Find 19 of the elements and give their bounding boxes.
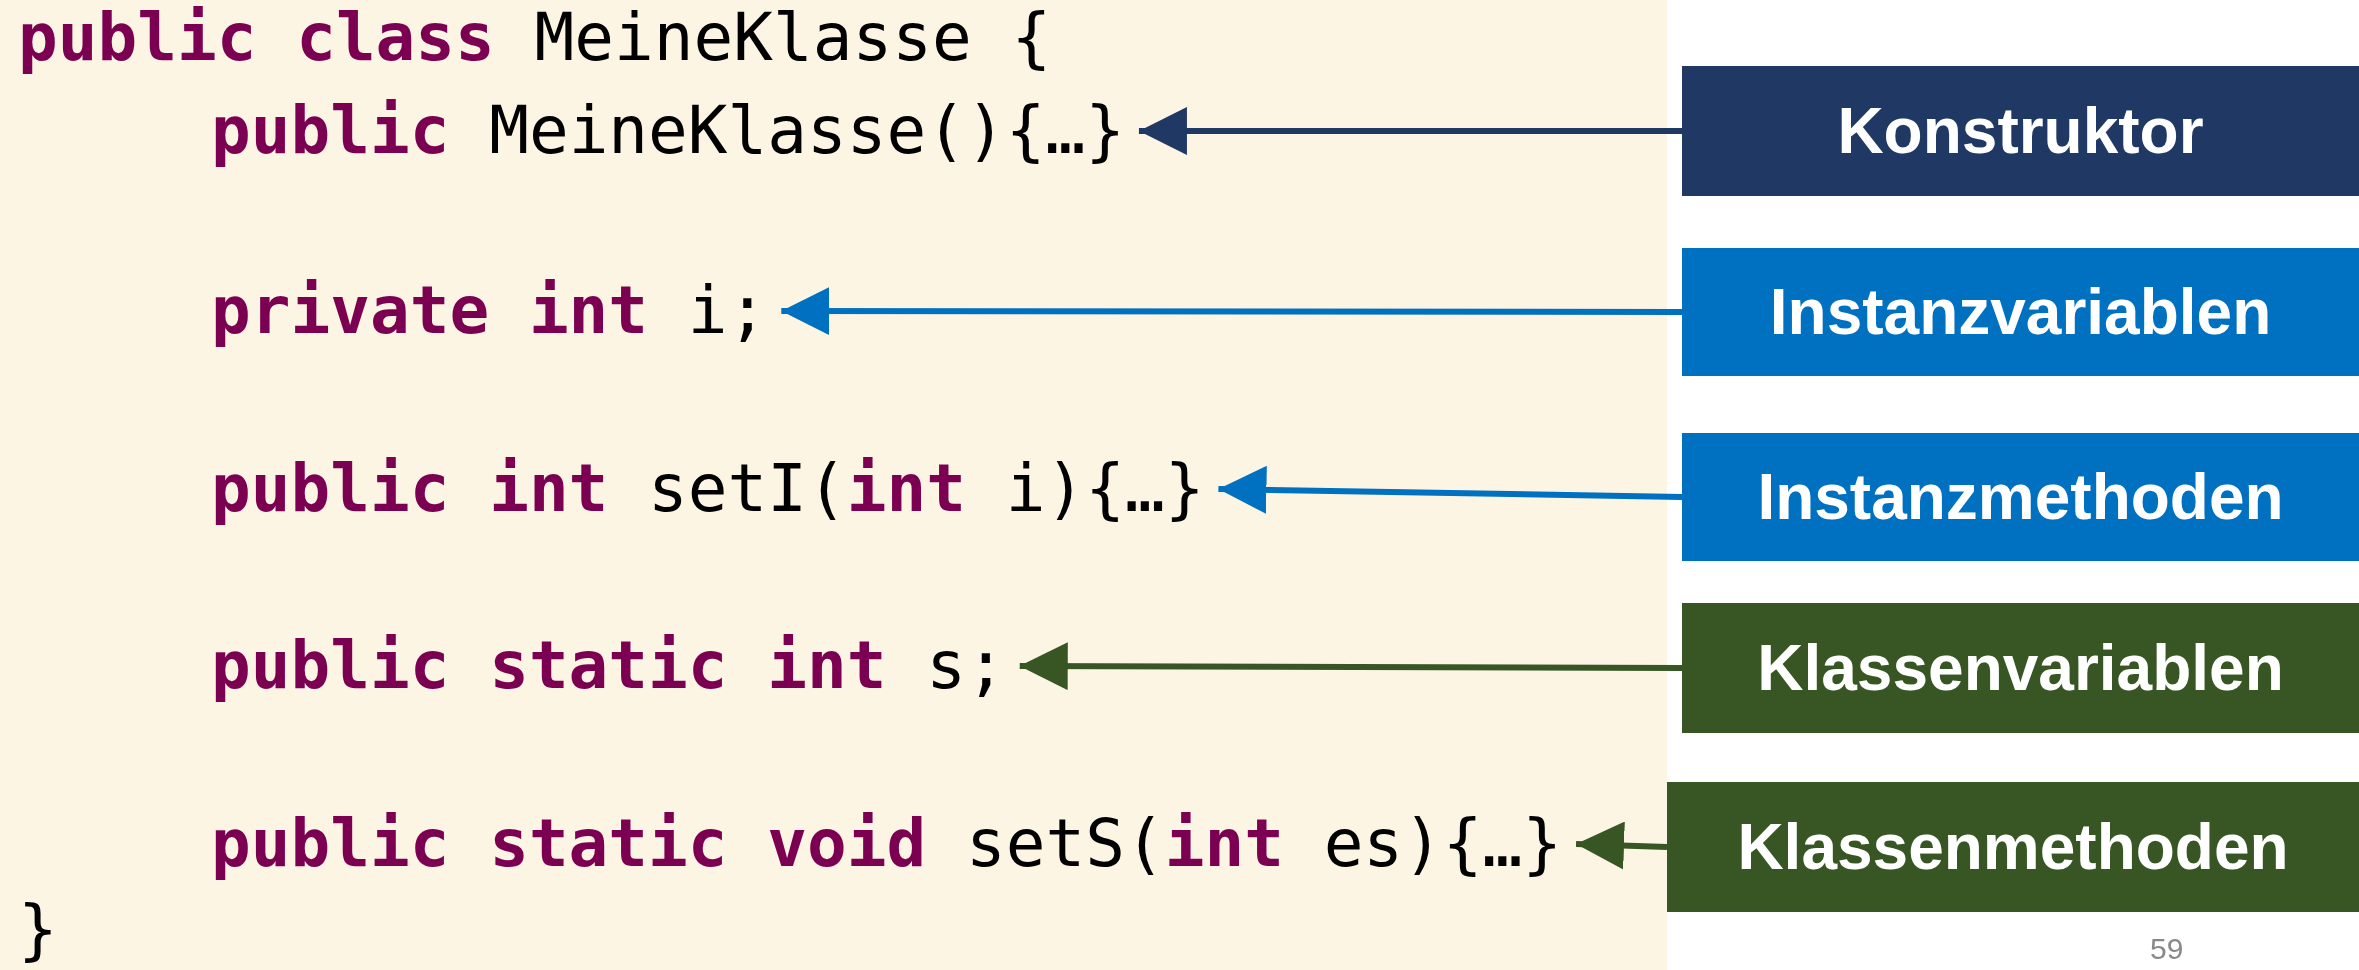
term-label: Konstruktor xyxy=(1682,66,2359,196)
code-line: public static void setS(int es){…} xyxy=(211,804,1577,884)
code-line: public int setI(int i){…} xyxy=(211,449,1219,529)
code-line: public static int s; xyxy=(211,626,1020,706)
term-label: Instanzmethoden xyxy=(1682,433,2359,561)
term-label: Klassenmethoden xyxy=(1667,782,2359,912)
arrow xyxy=(1218,465,1683,514)
term-label: Instanzvariablen xyxy=(1682,248,2359,376)
page-number: 59 xyxy=(2150,932,2184,966)
arrow xyxy=(1138,107,1682,155)
term-label: Klassenvariablen xyxy=(1682,603,2359,733)
code-panel xyxy=(0,0,1667,970)
code-line: private int i; xyxy=(211,271,782,351)
arrow xyxy=(1575,821,1668,870)
arrow xyxy=(781,287,1682,336)
code-line: public MeineKlasse(){…} xyxy=(211,91,1139,171)
code-line: public class MeineKlasse { xyxy=(18,0,1053,78)
arrow xyxy=(1019,642,1682,691)
code-line: } xyxy=(18,890,59,970)
